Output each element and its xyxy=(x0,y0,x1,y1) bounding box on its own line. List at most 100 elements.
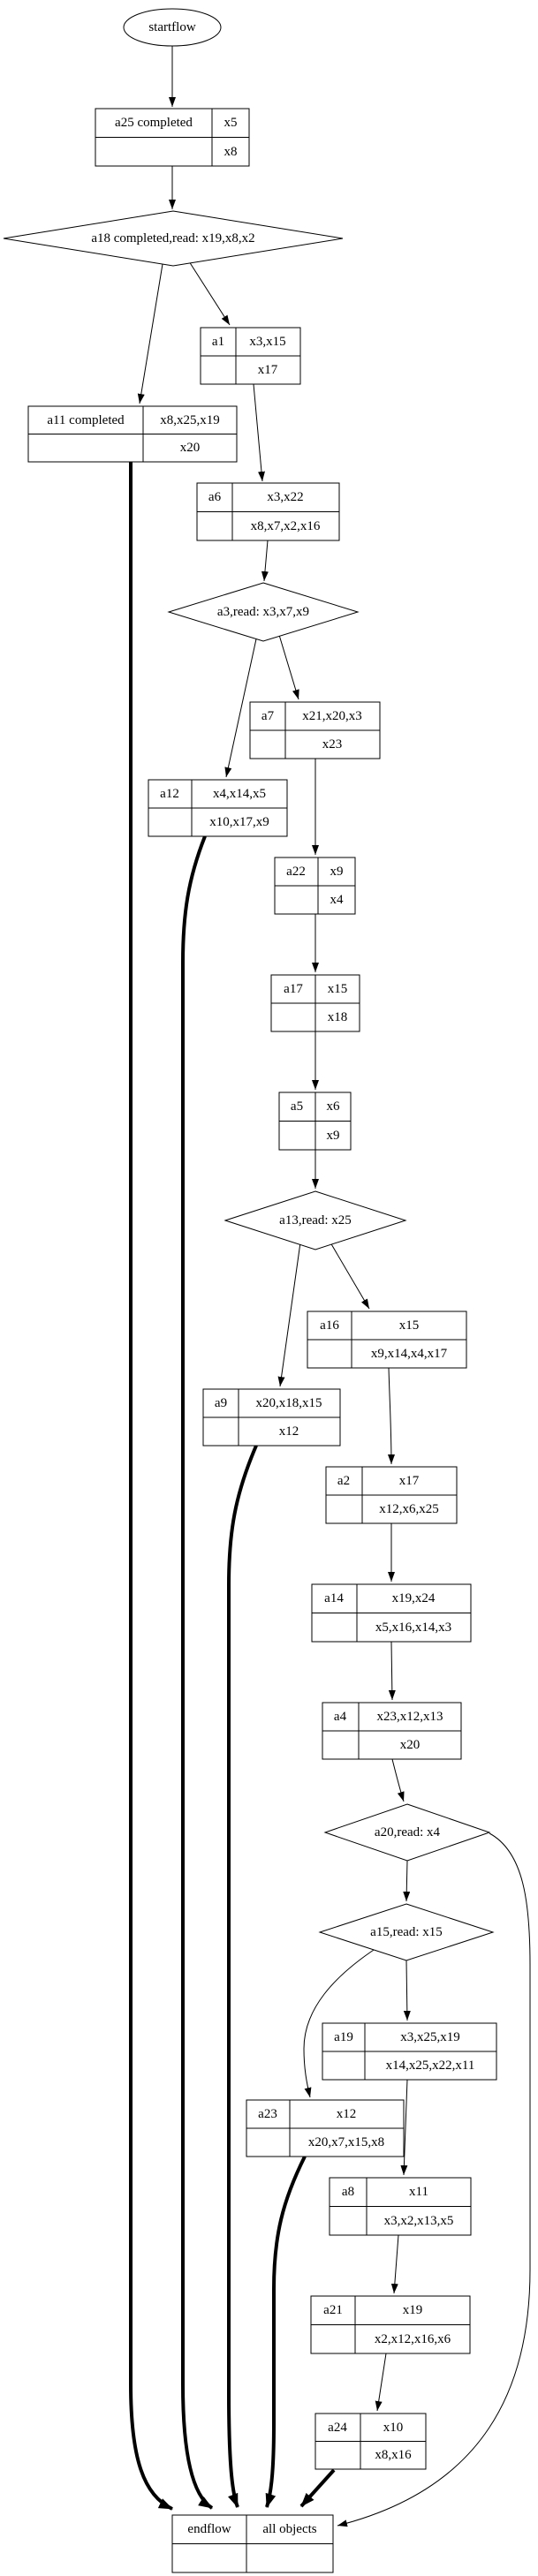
node-a6: a6 x3,x22 x8,x7,x2,x16 xyxy=(196,482,340,541)
node-a9: a9 x20,x18,x15 x12 xyxy=(202,1388,341,1447)
a25-top-value: x5 xyxy=(224,116,238,130)
edge-a8-a21 xyxy=(390,2234,399,2294)
node-endflow: endflow all objects xyxy=(171,2514,334,2573)
node-a17: a17 x15 x18 xyxy=(270,974,360,1032)
a17-bottom-value: x18 xyxy=(328,1010,348,1024)
a5-name: a5 xyxy=(291,1099,303,1114)
edge-a20-endflow xyxy=(337,1832,531,2527)
edge-a18-a11 xyxy=(137,258,164,404)
node-startflow: startflow xyxy=(123,8,222,47)
a7-top-value: x21,x20,x3 xyxy=(302,709,362,723)
nodes: startflow a25 completed x5 x8 a18 comple… xyxy=(3,8,497,2573)
node-a18: a18 completed,read: x19,x8,x2 xyxy=(3,210,344,267)
edge-a3-a7 xyxy=(278,634,299,700)
a6-bottom-value: x8,x7,x2,x16 xyxy=(251,519,321,533)
edge-a15-a23 xyxy=(303,1947,377,2098)
edge-a24-endflow xyxy=(299,2468,336,2508)
a3-label: a3,read: x3,x7,x9 xyxy=(217,605,309,619)
node-a3: a3,read: x3,x7,x9 xyxy=(167,582,360,642)
a20-label: a20,read: x4 xyxy=(375,1825,441,1839)
edges xyxy=(129,46,531,2527)
a2-name: a2 xyxy=(337,1474,350,1488)
node-a25: a25 completed x5 x8 xyxy=(95,108,250,167)
a11-top-value: x8,x25,x19 xyxy=(160,413,220,427)
a24-top-value: x10 xyxy=(383,2421,404,2435)
a6-top-value: x3,x22 xyxy=(267,490,303,504)
a1-top-value: x3,x15 xyxy=(249,335,285,349)
a12-top-value: x4,x14,x5 xyxy=(213,787,266,801)
edge-a13-a9 xyxy=(277,1242,301,1387)
a4-name: a4 xyxy=(334,1710,347,1724)
node-a2: a2 x17 x12,x6,x25 xyxy=(325,1466,458,1524)
startflow-label: startflow xyxy=(148,20,195,34)
a22-top-value: x9 xyxy=(330,865,344,879)
a25-bottom-value: x8 xyxy=(224,145,238,159)
edge-a9-endflow xyxy=(227,1445,258,2508)
node-a12: a12 x4,x14,x5 x10,x17,x9 xyxy=(148,779,288,837)
a1-bottom-value: x17 xyxy=(258,363,278,377)
edge-a3-a12 xyxy=(224,634,258,778)
node-a1: a1 x3,x15 x17 xyxy=(200,327,301,385)
a12-name: a12 xyxy=(160,787,179,801)
a13-label: a13,read: x25 xyxy=(279,1213,352,1228)
a17-top-value: x15 xyxy=(328,982,348,996)
a1-name: a1 xyxy=(212,335,224,349)
a18-label: a18 completed,read: x19,x8,x2 xyxy=(91,231,254,246)
a16-top-value: x15 xyxy=(399,1318,420,1333)
a14-bottom-value: x5,x16,x14,x3 xyxy=(375,1620,451,1635)
a19-top-value: x3,x25,x19 xyxy=(400,2030,460,2044)
node-a4: a4 x23,x12,x13 x20 xyxy=(322,1702,462,1760)
a19-bottom-value: x14,x25,x22,x11 xyxy=(386,2059,475,2073)
edge-a13-a16 xyxy=(330,1242,370,1310)
a7-bottom-value: x23 xyxy=(322,737,343,752)
node-a15: a15,read: x15 xyxy=(318,1903,495,1961)
node-a16: a16 x15 x9,x14,x4,x17 xyxy=(307,1311,467,1369)
endflow-top-value: all objects xyxy=(262,2522,316,2536)
edge-a1-a6 xyxy=(253,383,265,482)
node-a24: a24 x10 x8,x16 xyxy=(314,2413,427,2470)
a23-bottom-value: x20,x7,x15,x8 xyxy=(308,2135,384,2149)
node-a13: a13,read: x25 xyxy=(224,1190,407,1250)
a14-top-value: x19,x24 xyxy=(392,1591,436,1605)
a16-name: a16 xyxy=(320,1318,339,1333)
a15-label: a15,read: x15 xyxy=(370,1925,443,1939)
a11-name: a11 completed xyxy=(47,413,125,427)
node-a21: a21 x19 x2,x12,x16,x6 xyxy=(310,2295,471,2354)
a21-name: a21 xyxy=(323,2303,343,2317)
edge-a4-a20 xyxy=(391,1758,405,1802)
edge-a19-a8 xyxy=(400,2079,408,2176)
a4-bottom-value: x20 xyxy=(400,1738,421,1752)
a9-top-value: x20,x18,x15 xyxy=(256,1396,322,1410)
endflow-name: endflow xyxy=(187,2522,231,2536)
node-a8: a8 x11 x3,x2,x13,x5 xyxy=(329,2177,472,2236)
a23-name: a23 xyxy=(258,2107,277,2121)
node-a20: a20,read: x4 xyxy=(323,1803,491,1862)
node-a5: a5 x6 x9 xyxy=(278,1092,352,1151)
edge-a14-a4 xyxy=(388,1641,396,1701)
edge-a23-endflow xyxy=(265,2156,307,2508)
edge-a6-a3 xyxy=(261,540,269,582)
a23-top-value: x12 xyxy=(337,2107,357,2121)
a6-name: a6 xyxy=(208,490,222,504)
edge-a11-endflow xyxy=(129,462,173,2511)
edge-a12-endflow xyxy=(181,835,214,2510)
node-a19: a19 x3,x25,x19 x14,x25,x22,x11 xyxy=(322,2022,497,2081)
edge-a20-a15 xyxy=(403,1860,411,1902)
a8-bottom-value: x3,x2,x13,x5 xyxy=(384,2214,454,2228)
a5-bottom-value: x9 xyxy=(327,1129,340,1143)
a2-top-value: x17 xyxy=(399,1474,420,1488)
a22-bottom-value: x4 xyxy=(330,893,345,907)
a25-name: a25 completed xyxy=(115,116,193,130)
a2-bottom-value: x12,x6,x25 xyxy=(379,1502,439,1516)
a8-top-value: x11 xyxy=(409,2185,428,2199)
node-a7: a7 x21,x20,x3 x23 xyxy=(249,701,381,759)
node-a14: a14 x19,x24 x5,x16,x14,x3 xyxy=(311,1583,472,1643)
a24-bottom-value: x8,x16 xyxy=(375,2448,412,2462)
a7-name: a7 xyxy=(261,709,275,723)
a8-name: a8 xyxy=(342,2185,354,2199)
edge-a21-a24 xyxy=(375,2353,387,2412)
edge-a18-a1 xyxy=(188,261,231,326)
a9-name: a9 xyxy=(215,1396,227,1410)
a11-bottom-value: x20 xyxy=(180,441,201,455)
